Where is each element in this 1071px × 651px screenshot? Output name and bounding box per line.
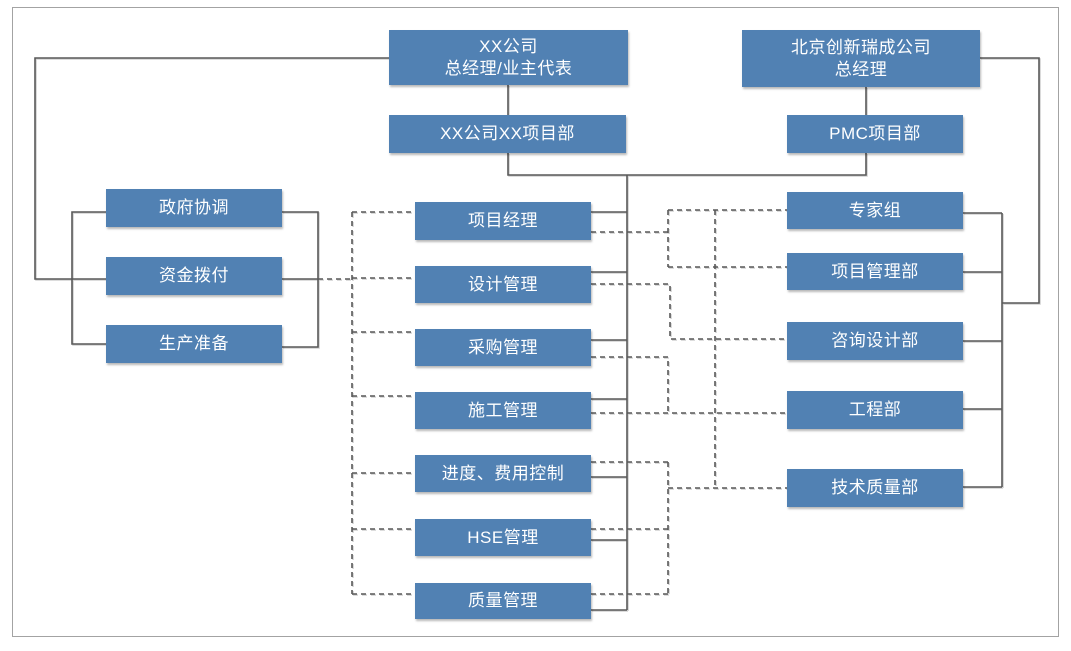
node-consulting-design-dept: 咨询设计部	[787, 322, 963, 360]
node-label: 采购管理	[468, 337, 538, 357]
edge-dashed	[591, 283, 787, 340]
node-construction-management: 施工管理	[415, 392, 591, 429]
node-pmc-project-dept: PMC项目部	[787, 115, 963, 153]
node-label: HSE管理	[467, 527, 539, 547]
node-label: 设计管理	[468, 274, 538, 294]
node-label: 质量管理	[468, 591, 538, 611]
node-pmc-company-gm: 北京创新瑞成公司 总经理	[742, 30, 980, 87]
node-label: 项目管理部	[831, 261, 919, 281]
node-design-management: 设计管理	[415, 266, 591, 303]
node-label: 施工管理	[468, 400, 538, 420]
edge-dashed	[591, 356, 669, 413]
node-label: 技术质量部	[831, 478, 919, 498]
node-tech-quality-dept: 技术质量部	[787, 469, 963, 507]
edge-solid	[507, 153, 867, 176]
node-label: XX公司 总经理/业主代表	[444, 36, 573, 78]
node-label: PMC项目部	[829, 124, 921, 144]
node-schedule-cost-control: 进度、费用控制	[415, 455, 591, 492]
node-project-manager: 项目经理	[415, 202, 591, 240]
node-label: XX公司XX项目部	[440, 124, 575, 144]
node-label: 资金拨付	[159, 266, 229, 286]
node-quality-management: 质量管理	[415, 583, 591, 619]
node-expert-group: 专家组	[787, 192, 963, 229]
node-hse-management: HSE管理	[415, 519, 591, 556]
node-label: 项目经理	[468, 211, 538, 231]
edge-solid	[71, 211, 106, 345]
node-gov-coordination: 政府协调	[106, 189, 282, 227]
node-label: 生产准备	[159, 334, 229, 354]
node-procurement-management: 采购管理	[415, 329, 591, 366]
node-label: 工程部	[848, 400, 902, 420]
node-project-management-dept: 项目管理部	[787, 253, 963, 290]
node-owner-project-dept: XX公司XX项目部	[389, 115, 626, 153]
node-production-preparation: 生产准备	[106, 325, 282, 363]
node-label: 政府协调	[159, 198, 229, 218]
node-owner-gm: XX公司 总经理/业主代表	[389, 30, 628, 85]
node-engineering-dept: 工程部	[787, 391, 963, 429]
node-label: 咨询设计部	[831, 331, 919, 351]
node-label: 专家组	[848, 200, 902, 220]
node-fund-allocation: 资金拨付	[106, 257, 282, 295]
edge-solid	[980, 57, 1040, 304]
node-label: 北京创新瑞成公司 总经理	[791, 37, 931, 79]
node-label: 进度、费用控制	[441, 463, 565, 483]
edge-solid	[34, 57, 389, 280]
